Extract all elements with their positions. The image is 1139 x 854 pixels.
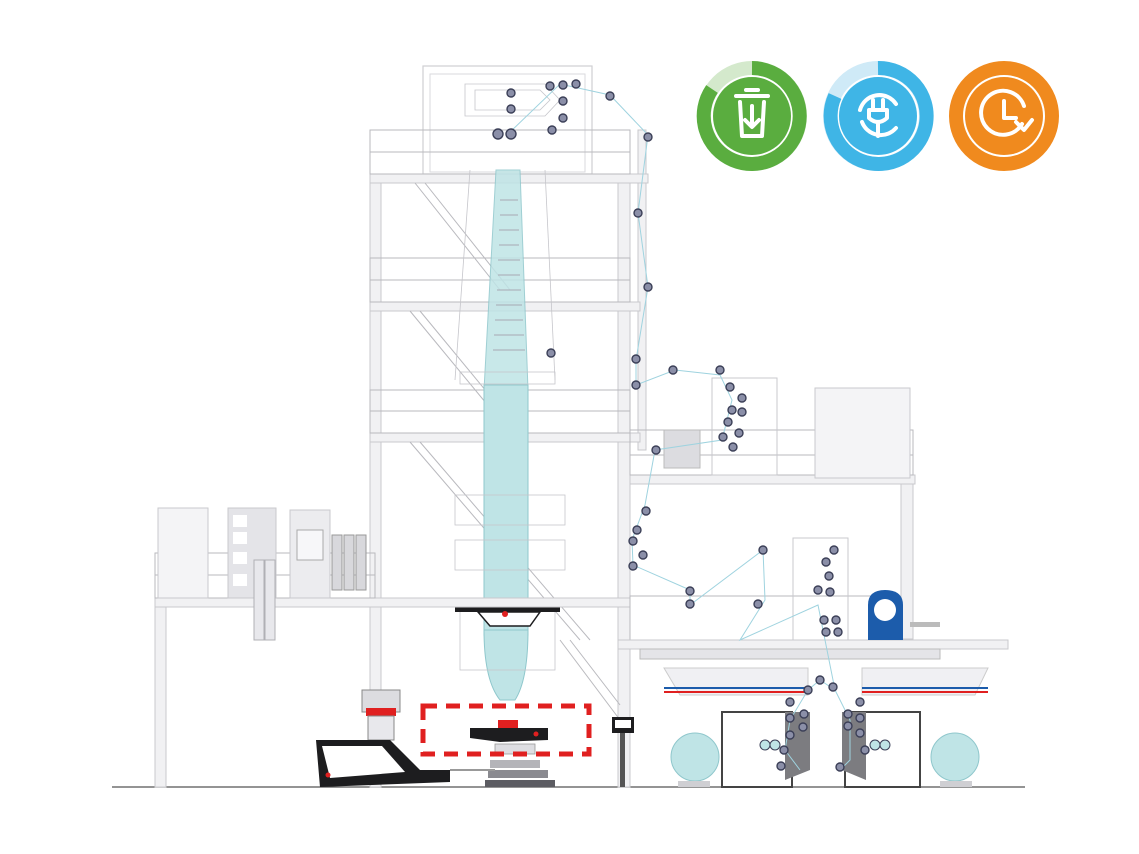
extruder bbox=[316, 689, 495, 787]
rollers bbox=[492, 79, 870, 772]
dosing-platform bbox=[154, 507, 631, 788]
time-saving-badge bbox=[949, 61, 1059, 171]
air-ring bbox=[455, 606, 560, 627]
energy-saving-badge bbox=[823, 60, 934, 171]
clock-arrow-icon bbox=[979, 88, 1034, 137]
leaf-plug-icon bbox=[858, 93, 898, 138]
waste-reduction-badge bbox=[696, 61, 807, 171]
die-highlight-frame bbox=[420, 703, 592, 757]
brand-mark-icon bbox=[502, 611, 508, 617]
winder-structure bbox=[617, 377, 1009, 660]
die-head bbox=[470, 720, 555, 787]
trash-download-icon bbox=[734, 88, 770, 138]
film-web-path bbox=[507, 83, 851, 771]
film-bubble bbox=[454, 169, 566, 701]
winder-unit bbox=[663, 667, 989, 788]
control-terminal bbox=[612, 717, 634, 787]
